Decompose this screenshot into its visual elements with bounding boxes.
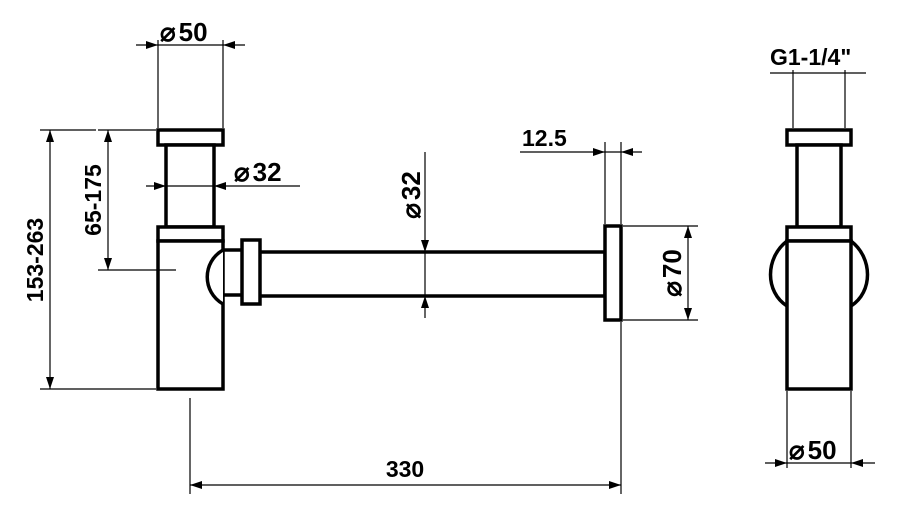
svg-text:⌀50: ⌀50 (789, 435, 837, 465)
collar (156, 225, 225, 243)
length-value: 330 (386, 456, 424, 482)
trap-dome (205, 248, 224, 306)
side-vertical-tube (795, 143, 843, 229)
diameter-symbol: ⌀ (657, 281, 687, 297)
side-top-cap (785, 128, 853, 147)
dimension-pipe-diameter: ⌀ 32 (396, 152, 429, 318)
svg-text:⌀32: ⌀ 32 (396, 171, 426, 219)
side-diameter-value: 50 (808, 435, 837, 465)
total-height-value: 153-263 (22, 218, 48, 302)
diameter-symbol: ⌀ (234, 157, 250, 187)
side-view (768, 128, 870, 391)
flange-thickness-value: 12.5 (522, 125, 567, 151)
dimension-length: 330 (189, 322, 622, 494)
dimension-adjust-height: 65-175 (80, 129, 176, 271)
svg-text:⌀32: ⌀32 (234, 157, 282, 187)
pipe-coupling (240, 238, 262, 306)
svg-text:⌀70: ⌀ 70 (657, 249, 687, 297)
horizontal-pipe (256, 250, 607, 298)
flange-diameter-value: 70 (657, 249, 687, 278)
pipe-diameter-value: 32 (396, 171, 426, 200)
diameter-symbol: ⌀ (396, 203, 426, 219)
diameter-symbol: ⌀ (160, 17, 176, 47)
thread-value: G1-1/4" (770, 44, 851, 70)
top-cap (156, 128, 225, 147)
wall-flange (603, 224, 623, 322)
dimension-total-height: 153-263 (22, 129, 156, 390)
dimension-thread: G1-1/4" (770, 44, 866, 128)
dimension-side-diameter: ⌀50 (765, 391, 875, 468)
dimension-top-diameter: ⌀50 (136, 17, 245, 128)
adjust-height-value: 65-175 (80, 164, 106, 236)
side-collar (785, 225, 853, 243)
diameter-symbol: ⌀ (789, 435, 805, 465)
side-bulge-right (849, 239, 870, 308)
dimension-flange-diameter: ⌀ 70 (623, 225, 698, 321)
side-trap-body (785, 239, 853, 391)
front-view (156, 128, 623, 391)
top-diameter-value: 50 (179, 17, 208, 47)
tube-diameter-value: 32 (253, 157, 282, 187)
dimension-flange-thickness: 12.5 (520, 125, 642, 224)
side-bulge-left (768, 239, 789, 308)
dimension-tube-diameter: ⌀32 (146, 157, 300, 190)
svg-text:⌀50: ⌀50 (160, 17, 208, 47)
